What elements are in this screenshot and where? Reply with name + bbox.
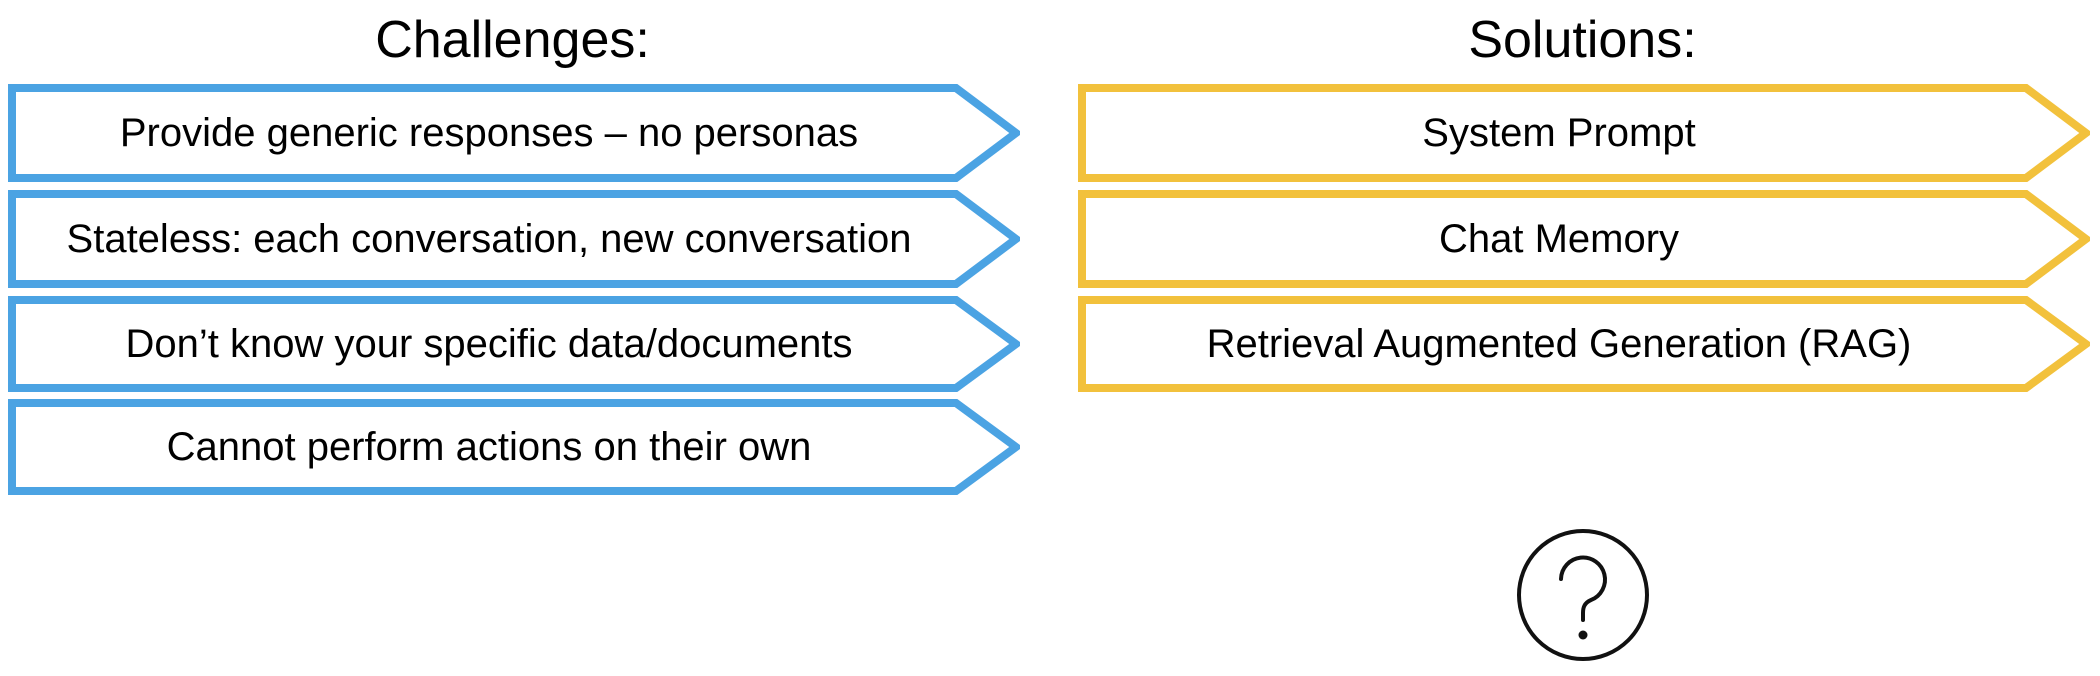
challenge-arrow-2-label: Stateless: each conversation, new conver… [66,216,912,261]
solution-arrow-1[interactable]: System Prompt [1078,84,2090,182]
solution-arrow-1-label: System Prompt [1422,110,1696,155]
unknown-solution-badge[interactable]: ? [1513,525,1653,665]
solution-arrow-3-label: Retrieval Augmented Generation (RAG) [1206,321,1912,366]
challenge-arrow-1-label: Provide generic responses – no personas [119,110,859,155]
challenge-arrow-4[interactable]: Cannot perform actions on their own [8,399,1020,495]
solution-arrow-2[interactable]: Chat Memory [1078,190,2090,288]
challenges-column-header: Challenges: [375,11,650,69]
challenge-arrow-1[interactable]: Provide generic responses – no personas [8,84,1020,182]
challenge-arrow-3-label: Don’t know your specific data/documents [125,321,853,366]
solution-arrow-3[interactable]: Retrieval Augmented Generation (RAG) [1078,296,2090,392]
solutions-column-header: Solutions: [1468,11,1697,69]
question-mark-icon [1517,529,1649,661]
challenge-arrow-3[interactable]: Don’t know your specific data/documents [8,296,1020,392]
solution-arrow-2-label: Chat Memory [1438,216,1680,261]
challenge-arrow-2[interactable]: Stateless: each conversation, new conver… [8,190,1020,288]
challenge-arrow-4-label: Cannot perform actions on their own [166,424,812,469]
